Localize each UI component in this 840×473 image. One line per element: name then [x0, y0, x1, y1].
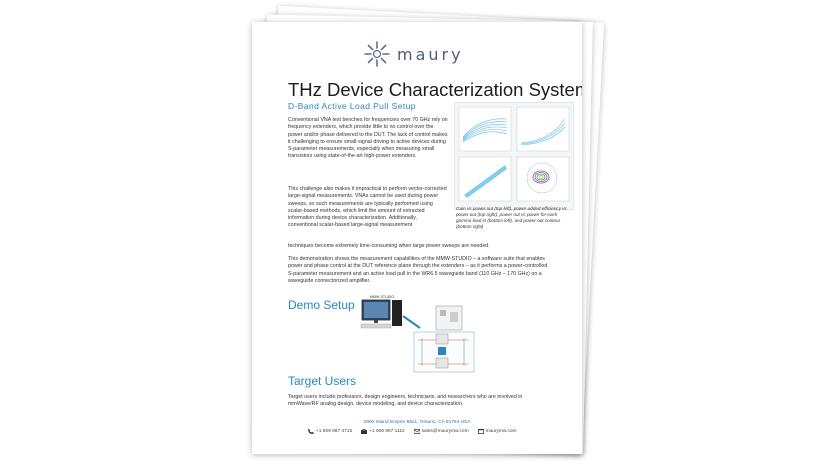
setup-diagram-image [360, 299, 475, 373]
target-users-paragraph: Target users include professors, design … [288, 394, 523, 408]
chart-caption: Gain vs power out (top left), power-adde… [456, 206, 567, 229]
email-icon [413, 429, 420, 434]
setup-software-label: MMW-STUDIO [370, 295, 395, 299]
results-charts-figure [454, 102, 574, 210]
footer-address: 2900 Inland Empire Blvd., Ontario, CA 91… [363, 420, 471, 425]
intro-paragraph: Conventional VNA test benches for freque… [288, 117, 448, 160]
target-users-heading: Target Users [288, 374, 357, 388]
web-icon [477, 429, 484, 434]
logo-wordmark: maury [397, 44, 464, 64]
page-title: THz Device Characterization System [288, 79, 582, 100]
demo-setup-diagram [348, 294, 476, 374]
datasheet-page: maury THz Device Characterization System… [252, 22, 582, 454]
logo-mark-icon [364, 41, 390, 67]
maury-logo: maury [362, 39, 464, 69]
fax-icon [361, 429, 368, 434]
challenge-paragraph-end: techniques become extremely time-consumi… [288, 243, 490, 249]
results-charts-image [458, 106, 570, 202]
footer-contacts: +1 909 987 4715 +1 909 987 1112 sales@ma… [308, 429, 517, 434]
footer-fax: +1 909 987 1112 [361, 429, 405, 434]
phone-icon [308, 429, 314, 434]
footer-web: maurymw.com [477, 429, 517, 434]
page-subtitle: D-Band Active Load Pull Setup [288, 101, 416, 111]
phone-number[interactable]: +1 909 987 4715 [316, 429, 353, 434]
footer-email: sales@maurymw.com [413, 429, 469, 434]
website-link[interactable]: maurymw.com [485, 429, 517, 434]
demo-paragraph: This demonstration shows the measurement… [288, 256, 548, 284]
fax-number[interactable]: +1 909 987 1112 [369, 429, 405, 434]
challenge-paragraph: This challenge also makes it impractical… [288, 186, 447, 229]
demo-setup-heading: Demo Setup [288, 298, 355, 312]
email-address[interactable]: sales@maurymw.com [421, 429, 469, 434]
footer-phone: +1 909 987 4715 [308, 429, 352, 434]
